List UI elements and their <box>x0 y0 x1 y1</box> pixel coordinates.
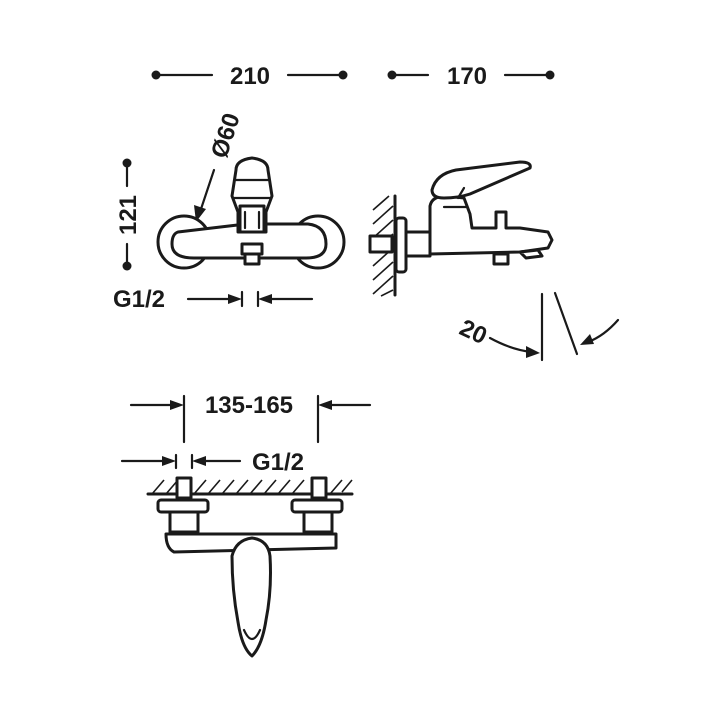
dimension-front-width: 210 <box>151 63 348 90</box>
faucet-front-view <box>156 156 346 270</box>
dimension-center-distance: 135-165 <box>129 392 372 444</box>
height-label: 121 <box>115 195 142 235</box>
dimension-connection-top: G1/2 <box>120 449 304 476</box>
front-width-label: 210 <box>230 63 270 90</box>
spout-angle-label: 20 <box>455 314 491 350</box>
side-depth-label: 170 <box>447 63 487 90</box>
faucet-side-view <box>368 160 554 297</box>
connection-front-label: G1/2 <box>113 286 165 313</box>
dimension-side-depth: 170 <box>387 63 555 90</box>
faucet-top-view <box>146 476 354 658</box>
center-distance-label: 135-165 <box>205 392 293 419</box>
dimension-connection-front: G1/2 <box>113 286 314 313</box>
connection-top-label: G1/2 <box>252 449 304 476</box>
dimension-spout-angle: 20 <box>455 291 620 362</box>
dimension-height: 121 <box>115 158 142 271</box>
wall-hatching-top <box>151 479 353 495</box>
diameter-label: Ø60 <box>206 110 246 161</box>
